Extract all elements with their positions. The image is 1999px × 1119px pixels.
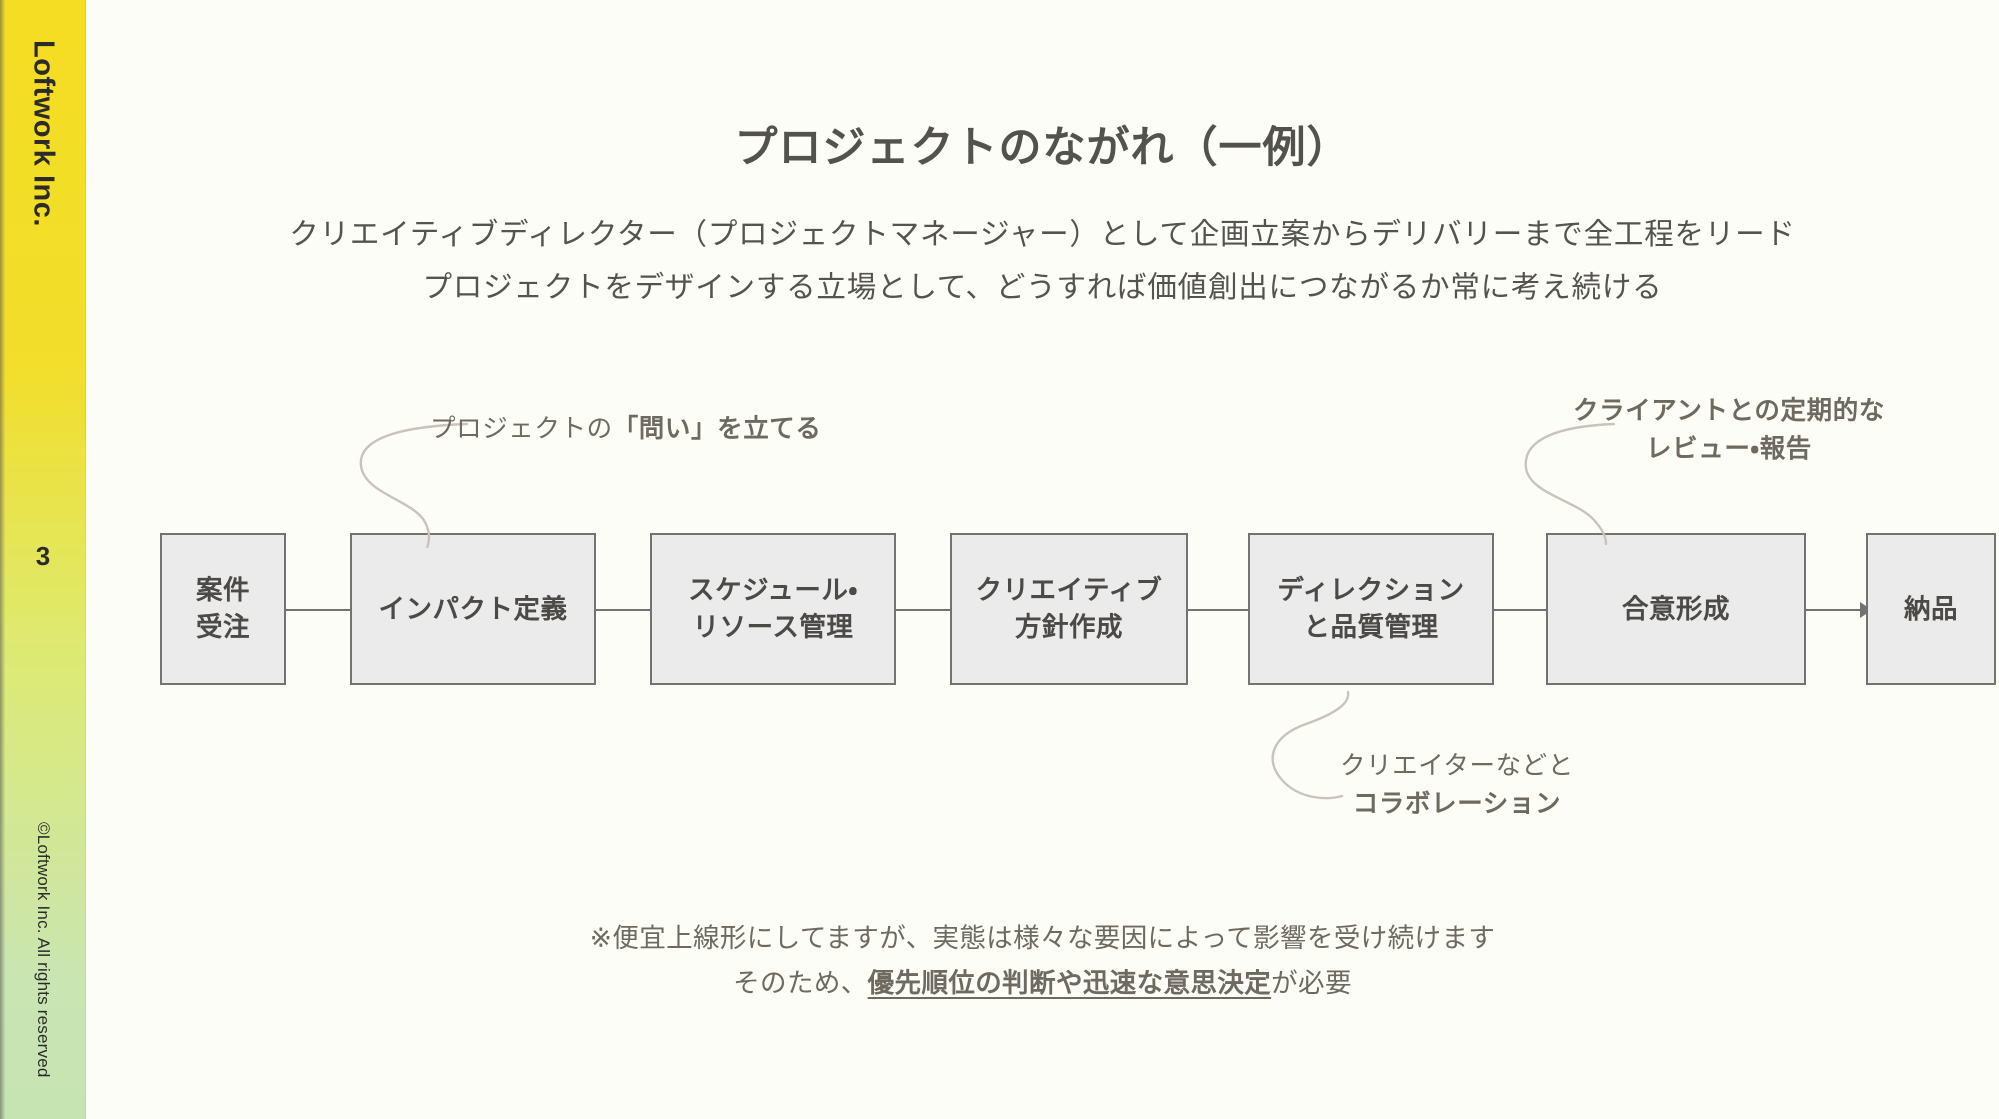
callout-question: プロジェクトの「問い」を立てる [430,410,822,448]
footnote: ※便宜上線形にしてますが、実態は様々な要因によって影響を受け続けます そのため、… [86,916,1999,1006]
footnote-line-2-prefix: そのため、 [733,968,868,998]
flow-node-3[interactable]: スケジュール・ リソース管理 [650,533,896,685]
connector-2-3 [596,609,650,611]
callout-client-review: クライアントとの定期的な レビュー・報告 [1573,392,1885,468]
callout-leader-line-collaboration-icon [1271,690,1350,800]
callout-leader-line-review-icon [1524,422,1616,545]
rail-edge-shadow [0,0,5,1119]
subtitle-line-2: プロジェクトをデザインする立場として、どうすれば価値創出につながるか常に考え続け… [422,271,1663,304]
side-rail: Loftwork Inc. 3 ©Loftwork Inc. All right… [0,0,86,1119]
flow-node-2[interactable]: インパクト定義 [350,533,596,685]
flow-node-5[interactable]: ディレクション と品質管理 [1248,533,1494,685]
callout-leader-line-question-icon [359,422,469,548]
callout-question-prefix: プロジェクトの [430,415,613,443]
callout-collaboration-line-1: クリエイターなどと [1340,752,1574,780]
flow-node-1[interactable]: 案件 受注 [160,533,286,685]
flow-node-4[interactable]: クリエイティブ 方針作成 [950,533,1188,685]
callout-client-review-line-2: レビュー・報告 [1646,435,1812,463]
page-number: 3 [35,541,51,571]
connector-6-7 [1806,609,1866,611]
callout-collaboration-line-2: コラボレーション [1352,790,1562,818]
connector-5-6 [1494,609,1546,611]
footnote-line-2-suffix: が必要 [1271,968,1352,998]
connector-4-5 [1188,609,1248,611]
copyright-label: ©Loftwork Inc. All rights reserved [34,822,53,1078]
callout-collaboration: クリエイターなどと コラボレーション [1340,747,1574,823]
page-subtitle: クリエイティブディレクター（プロジェクトマネージャー）として企画立案からデリバリ… [86,208,1999,314]
connector-3-4 [896,609,950,611]
callout-client-review-line-1: クライアントとの定期的な [1573,397,1885,425]
callout-question-emphasis: 「問い」を立てる [612,415,822,443]
brand-label: Loftwork Inc. [27,40,60,227]
flow-node-6[interactable]: 合意形成 [1546,533,1806,685]
footnote-line-1: ※便宜上線形にしてますが、実態は様々な要因によって影響を受け続けます [589,923,1496,953]
footnote-line-2-emphasis: 優先順位の判断や迅速な意思決定 [867,968,1272,998]
footnote-line-2: そのため、優先順位の判断や迅速な意思決定が必要 [86,961,1999,1006]
flow-node-7[interactable]: 納品 [1866,533,1996,685]
subtitle-line-1: クリエイティブディレクター（プロジェクトマネージャー）として企画立案からデリバリ… [289,218,1796,251]
page-title: プロジェクトのながれ（一例） [734,124,1351,172]
process-flow-diagram: 案件 受注 インパクト定義 スケジュール・ リソース管理 クリエイティブ 方針作… [160,533,1996,685]
connector-1-2 [286,609,350,611]
